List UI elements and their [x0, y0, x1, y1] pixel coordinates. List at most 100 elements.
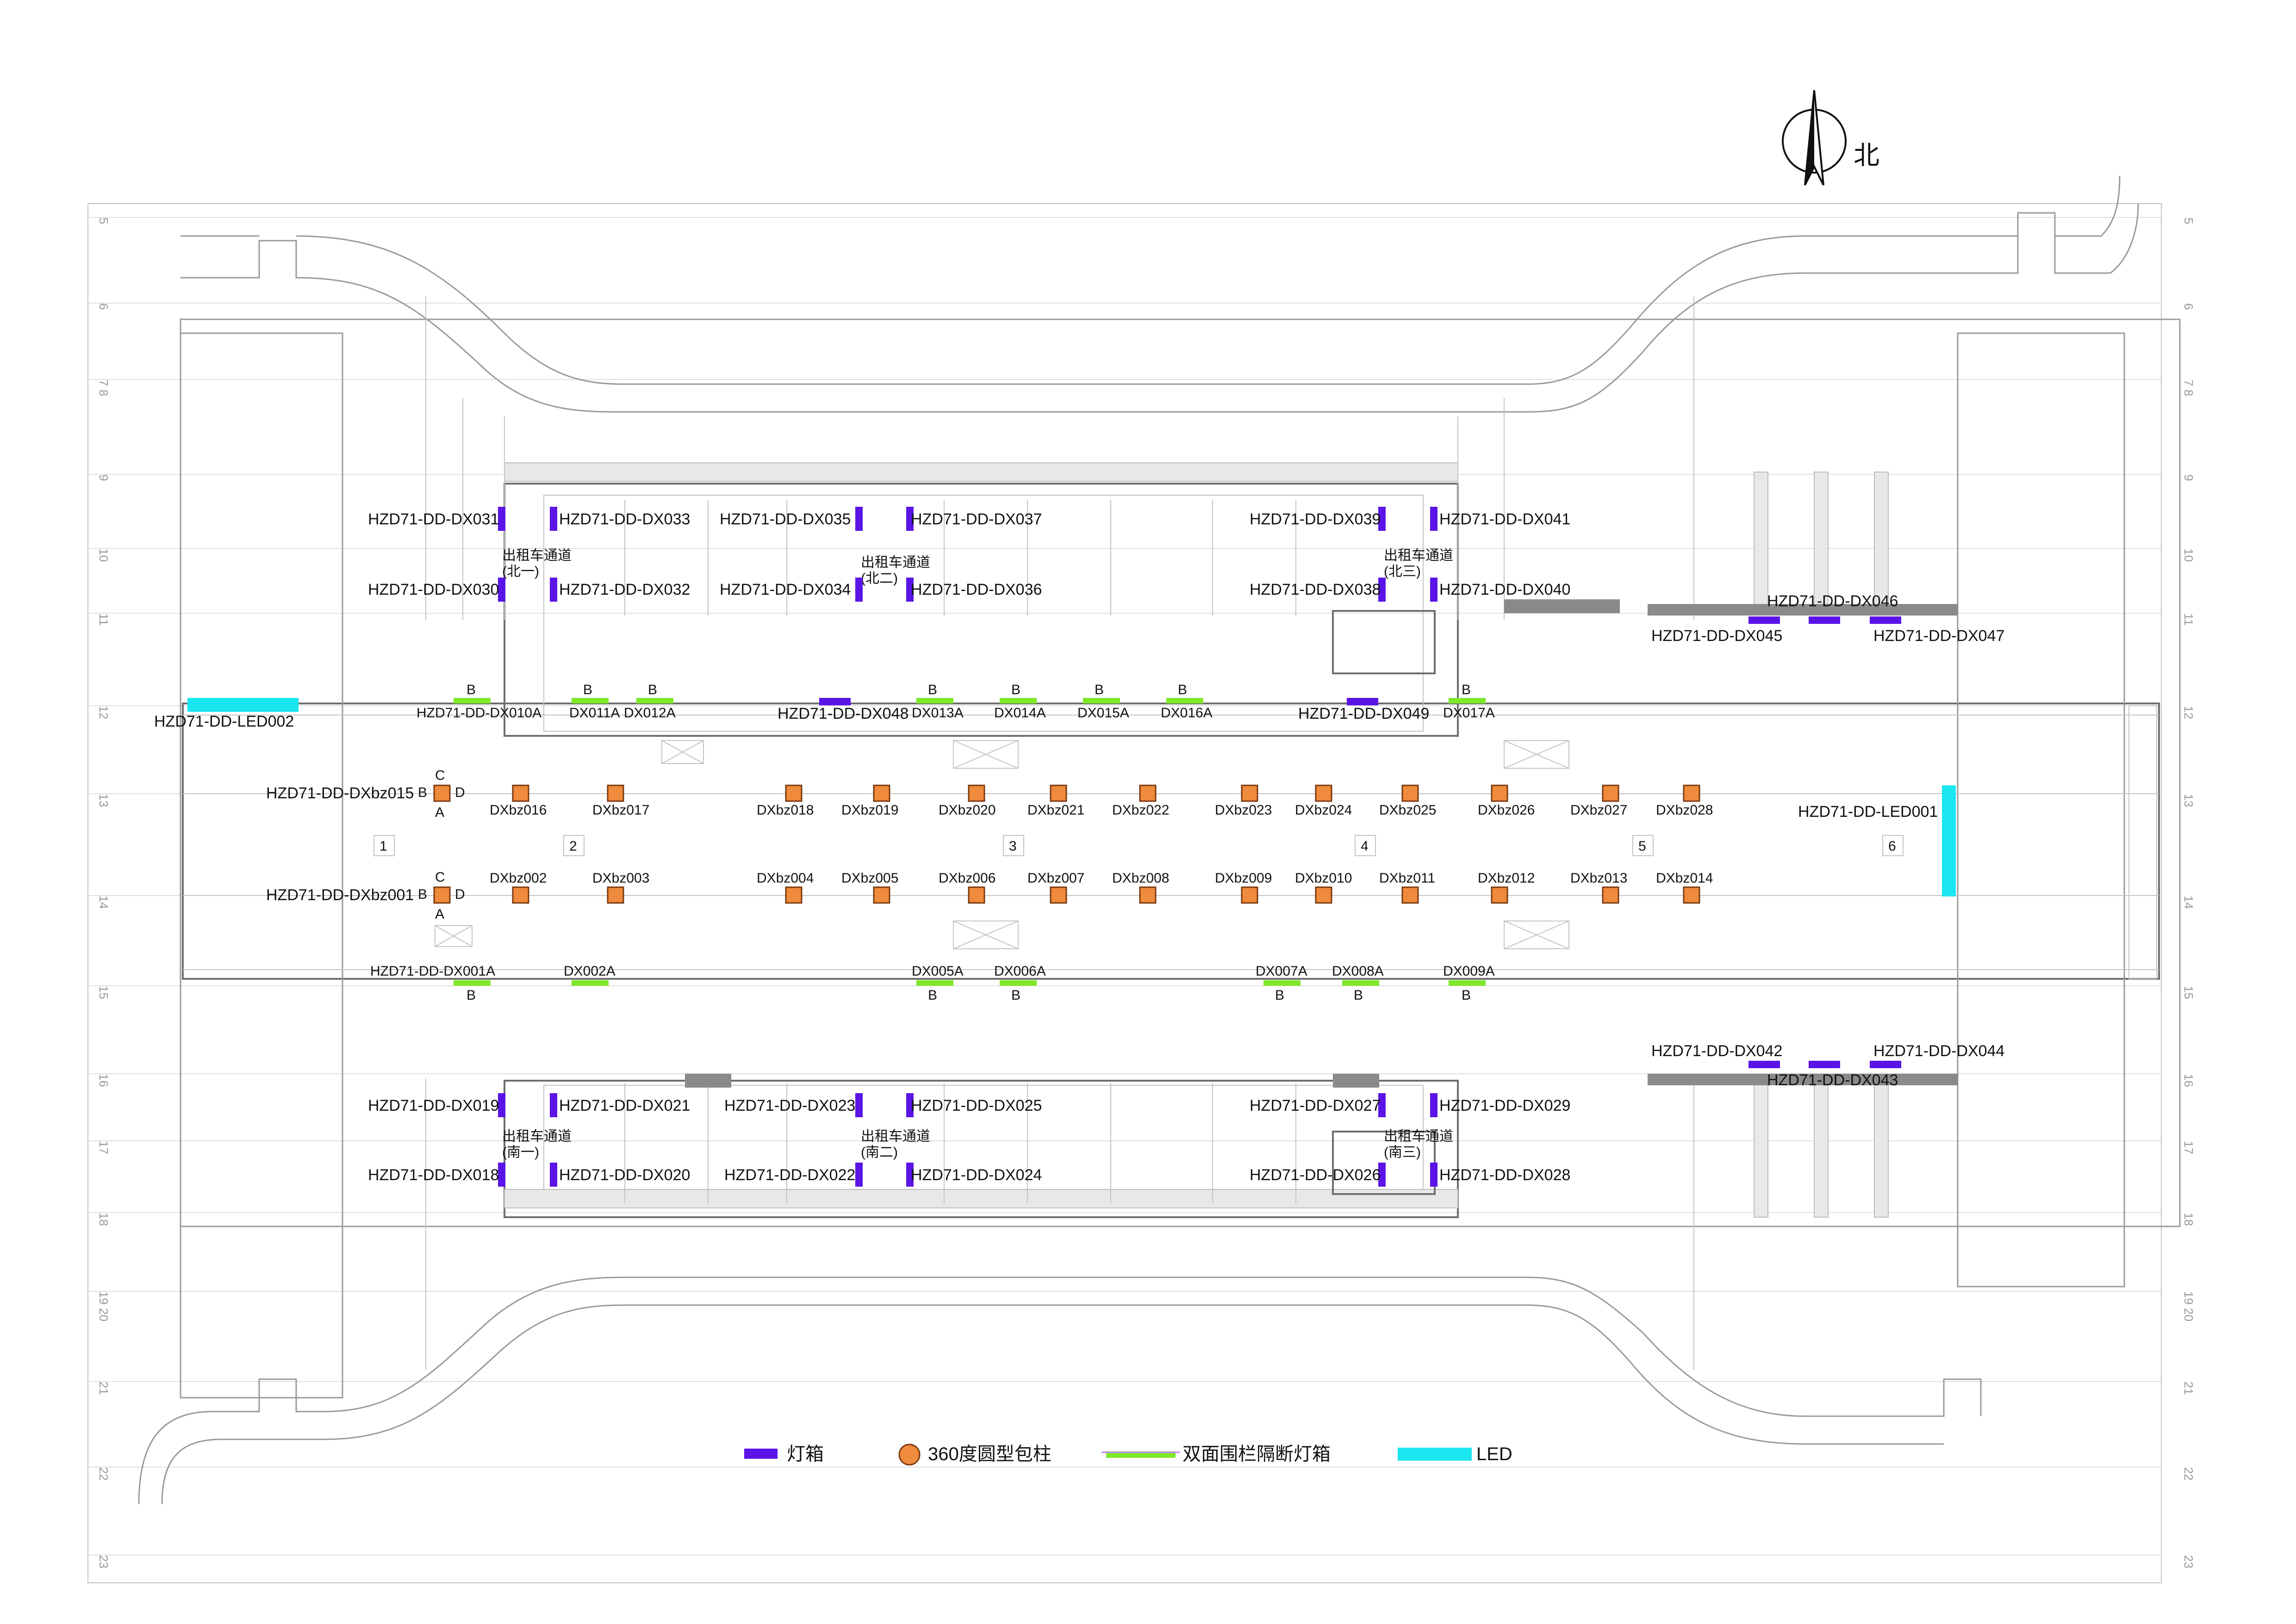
- svg-text:B: B: [1178, 682, 1187, 697]
- fence-lightbox: [454, 980, 491, 986]
- lightbox: [498, 1093, 505, 1117]
- svg-text:B: B: [467, 988, 476, 1003]
- fence-lightbox: [1000, 698, 1037, 703]
- lightbox: [1809, 1061, 1840, 1068]
- fence-labels-south: HZD71-DD-DX001A DX002A DX005A DX006A DX0…: [370, 964, 1495, 1003]
- fence-lightbox: [1083, 698, 1120, 703]
- svg-text:DXbz026: DXbz026: [1478, 803, 1535, 818]
- column-wrap: [512, 784, 529, 802]
- fence-lightbox: [572, 698, 609, 703]
- lightbox: [1378, 1163, 1386, 1187]
- svg-text:9: 9: [97, 474, 111, 481]
- svg-text:15: 15: [2182, 986, 2196, 999]
- svg-text:B: B: [467, 682, 476, 697]
- column-wrap: [873, 886, 890, 904]
- svg-text:DXbz025: DXbz025: [1379, 803, 1436, 818]
- svg-text:HZD71-DD-DX041: HZD71-DD-DX041: [1439, 510, 1570, 528]
- south-labels: HZD71-DD-DX042 HZD71-DD-DX043 HZD71-DD-D…: [368, 1042, 2004, 1184]
- column-wrap: [1683, 886, 1700, 904]
- svg-text:2: 2: [569, 839, 577, 854]
- svg-text:DXbz028: DXbz028: [1656, 803, 1713, 818]
- svg-text:6: 6: [97, 303, 111, 310]
- svg-text:19 20: 19 20: [2182, 1291, 2196, 1321]
- svg-text:B: B: [928, 988, 937, 1003]
- svg-text:HZD71-DD-DX029: HZD71-DD-DX029: [1439, 1097, 1570, 1114]
- column-wrap: [1241, 886, 1258, 904]
- svg-text:B: B: [1011, 988, 1020, 1003]
- svg-text:HZD71-DD-DX040: HZD71-DD-DX040: [1439, 581, 1570, 598]
- svg-text:HZD71-DD-DX045: HZD71-DD-DX045: [1651, 627, 1782, 645]
- lightbox: [1378, 1093, 1386, 1117]
- svg-text:14: 14: [97, 896, 111, 909]
- lightbox: [855, 507, 863, 531]
- led-screens: [187, 698, 1956, 896]
- svg-text:18: 18: [97, 1213, 111, 1226]
- svg-text:HZD71-DD-DX022: HZD71-DD-DX022: [724, 1166, 855, 1184]
- legend-column-swatch: [898, 1444, 921, 1466]
- lightbox: [855, 1093, 863, 1117]
- building-outline: 1 2 3 4 5 6: [138, 175, 2181, 1505]
- column-wrap: [1683, 784, 1700, 802]
- svg-text:1: 1: [380, 839, 387, 854]
- lightboxes: [498, 507, 1901, 1187]
- svg-text:B: B: [418, 887, 427, 902]
- svg-text:16: 16: [2182, 1074, 2196, 1087]
- svg-text:HZD71-DD-DX046: HZD71-DD-DX046: [1767, 592, 1898, 610]
- svg-text:6: 6: [2182, 303, 2196, 310]
- svg-text:DXbz013: DXbz013: [1570, 871, 1627, 886]
- taxi-channel-north3: 出租车通道(北三): [1384, 548, 1453, 579]
- fence-lightboxes: [454, 698, 1486, 986]
- svg-text:DXbz005: DXbz005: [841, 871, 898, 886]
- svg-text:22: 22: [97, 1467, 111, 1481]
- lightbox: [1378, 507, 1386, 531]
- north-labels: HZD71-DD-DX031 HZD71-DD-DX033 HZD71-DD-D…: [154, 510, 2004, 821]
- lightbox: [1748, 1061, 1780, 1068]
- svg-text:DXbz014: DXbz014: [1656, 871, 1713, 886]
- legend-led-swatch: [1398, 1448, 1472, 1461]
- svg-text:11: 11: [97, 613, 111, 626]
- column-wrap: [1401, 886, 1419, 904]
- svg-text:HZD71-DD-DX032: HZD71-DD-DX032: [559, 581, 690, 598]
- svg-text:HZD71-DD-DX028: HZD71-DD-DX028: [1439, 1166, 1570, 1184]
- lightbox: [1870, 1061, 1901, 1068]
- column-wrap: [1050, 886, 1067, 904]
- svg-text:360度圆型包柱: 360度圆型包柱: [928, 1444, 1052, 1464]
- lightbox: [498, 1163, 505, 1187]
- svg-text:B: B: [1462, 682, 1471, 697]
- svg-text:5: 5: [97, 218, 111, 224]
- lightbox: [498, 578, 505, 602]
- column-wrap: [433, 784, 451, 802]
- svg-text:HZD71-DD-DX021: HZD71-DD-DX021: [559, 1097, 690, 1114]
- legend-lightbox-swatch: [744, 1449, 778, 1459]
- svg-text:HZD71-DD-DX031: HZD71-DD-DX031: [368, 510, 499, 528]
- column-wrap: [1491, 784, 1508, 802]
- svg-text:HZD71-DD-DXbz015: HZD71-DD-DXbz015: [266, 784, 414, 802]
- lightbox: [1430, 578, 1437, 602]
- fence-lightbox: [1263, 980, 1300, 986]
- column-wrap: [1315, 886, 1332, 904]
- column-wrap: [968, 886, 985, 904]
- lightbox: [550, 578, 557, 602]
- taxi-channel-north1: 出租车通道(北一): [502, 548, 572, 579]
- svg-text:DXbz009: DXbz009: [1215, 871, 1272, 886]
- svg-text:DX007A: DX007A: [1256, 964, 1307, 979]
- svg-text:DXbz008: DXbz008: [1112, 871, 1169, 886]
- column-wrap: [873, 784, 890, 802]
- svg-text:11: 11: [2182, 613, 2196, 626]
- lightbox: [906, 1163, 914, 1187]
- svg-text:HZD71-DD-DX025: HZD71-DD-DX025: [911, 1097, 1042, 1114]
- svg-text:21: 21: [2182, 1381, 2196, 1395]
- svg-text:DXbz021: DXbz021: [1027, 803, 1084, 818]
- svg-text:A: A: [435, 907, 444, 922]
- svg-text:21: 21: [97, 1381, 111, 1395]
- svg-text:23: 23: [97, 1555, 111, 1568]
- svg-text:DX009A: DX009A: [1443, 964, 1495, 979]
- lightbox: [906, 1093, 914, 1117]
- svg-text:13: 13: [97, 794, 111, 807]
- taxi-channel-south2: 出租车通道(南二): [861, 1129, 930, 1160]
- svg-text:HZD71-DD-DX024: HZD71-DD-DX024: [911, 1166, 1042, 1184]
- svg-text:9: 9: [2182, 474, 2196, 481]
- column-wrap: [1241, 784, 1258, 802]
- svg-text:HZD71-DD-DX019: HZD71-DD-DX019: [368, 1097, 499, 1114]
